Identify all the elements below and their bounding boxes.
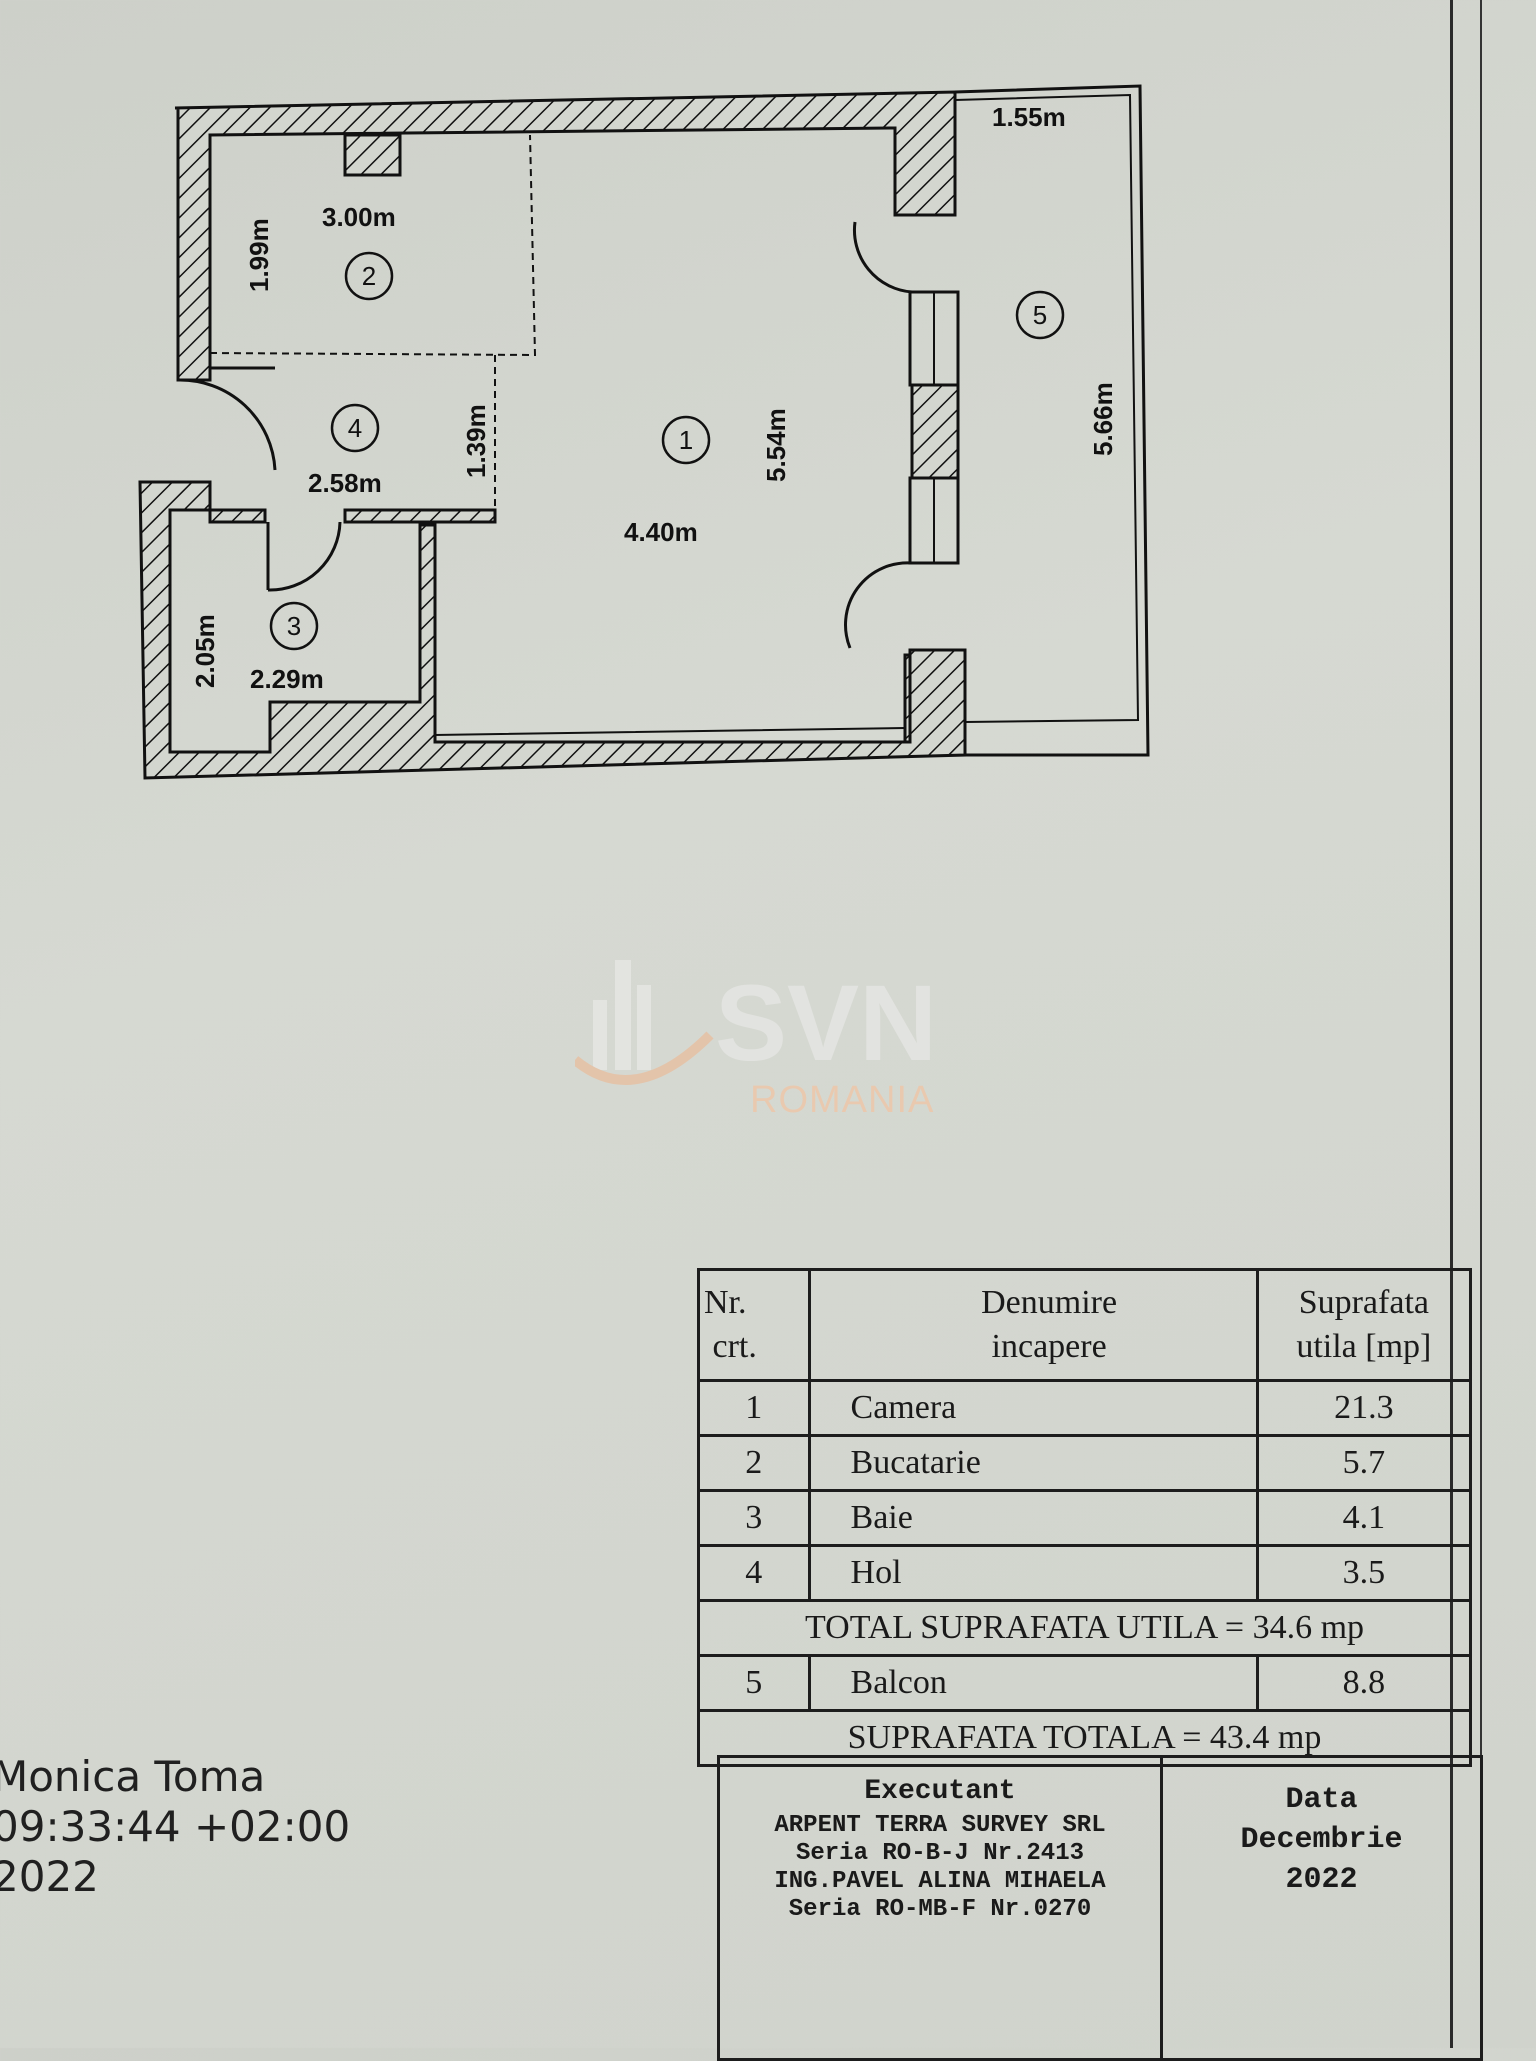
header-name-line2: incapere — [991, 1328, 1107, 1365]
header-area: Suprafata utila [mp] — [1255, 1268, 1473, 1382]
room-number-5: 5 — [1033, 300, 1047, 330]
watermark-brand: SVN — [715, 962, 937, 1083]
room-number-circle-2 — [344, 251, 394, 301]
row-area: 3.5 — [1255, 1544, 1473, 1602]
room-number-2: 2 — [362, 261, 376, 291]
watermark-swoosh — [575, 1031, 714, 1085]
balcony-inner-outline — [954, 93, 1140, 723]
room-number-circle-5 — [1015, 290, 1065, 340]
dim-balcony-width: 1.55m — [992, 102, 1066, 132]
floor-plan: 1 2 3 4 5 1.55m 3.00m 1.99m 5.54m 5.66m … — [138, 84, 1150, 780]
header-area-line2: utila [mp] — [1296, 1328, 1432, 1365]
door-swing-balcony-bottom — [844, 561, 913, 649]
row-area: 5.7 — [1255, 1434, 1473, 1492]
watermark-bar — [637, 985, 651, 1070]
header-area-line1: Suprafata — [1298, 1284, 1429, 1321]
title-block: Executant ARPENT TERRA SURVEY SRL Seria … — [717, 1755, 1483, 2061]
door-swing-hall — [177, 378, 277, 471]
row-name: Bucatarie — [807, 1434, 1259, 1492]
header-nr: Nr. crt. — [697, 1268, 811, 1382]
table-row: 3 Baie 4.1 — [697, 1489, 1473, 1547]
room-1-outline — [434, 525, 906, 737]
room-number-4: 4 — [348, 413, 362, 443]
row-name: Balcon — [807, 1654, 1259, 1712]
hall-partition-wall — [208, 508, 497, 524]
row-area: 21.3 — [1255, 1379, 1473, 1437]
header-nr-line1: Nr. — [704, 1284, 747, 1321]
row-nr: 1 — [697, 1379, 811, 1437]
kitchen-wall-bump — [343, 133, 402, 177]
table-row: 1 Camera 21.3 — [697, 1379, 1473, 1437]
table-row: 2 Bucatarie 5.7 — [697, 1434, 1473, 1492]
room-number-3: 3 — [287, 611, 301, 641]
table-row: 4 Hol 3.5 — [697, 1544, 1473, 1602]
row-nr: 4 — [697, 1544, 811, 1602]
executant-block: Executant ARPENT TERRA SURVEY SRL Seria … — [720, 1758, 1163, 2058]
dim-kitchen-width: 3.00m — [322, 202, 396, 232]
row-name: Hol — [807, 1544, 1259, 1602]
date-year: 2022 — [1285, 1863, 1358, 1897]
dim-bath-depth: 2.05m — [190, 614, 220, 688]
total-useful-area: TOTAL SUPRAFATA UTILA = 34.6 mp — [697, 1599, 1472, 1657]
signature-name: Monica Toma — [0, 1752, 266, 1801]
header-name: Denumire incapere — [807, 1268, 1259, 1382]
signature-time: 09:33:44 +02:00 — [0, 1802, 351, 1851]
outer-wall — [174, 90, 957, 382]
dim-balcony-length: 5.66m — [1088, 382, 1118, 456]
row-nr: 3 — [697, 1489, 811, 1547]
room-number-circle-1 — [661, 415, 711, 465]
signature-year: 2022 — [0, 1852, 99, 1901]
table-row-balcony: 5 Balcon 8.8 — [697, 1654, 1473, 1712]
executant-company-series: Seria RO-B-J Nr.2413 — [795, 1840, 1085, 1867]
row-name: Baie — [807, 1489, 1259, 1547]
date-month: Decembrie — [1240, 1823, 1403, 1857]
room-area-table: Nr. crt. Denumire incapere Suprafata uti… — [697, 1268, 1473, 1767]
table-header-row: Nr. crt. Denumire incapere Suprafata uti… — [697, 1268, 1473, 1382]
executant-company: ARPENT TERRA SURVEY SRL — [774, 1812, 1106, 1839]
kitchen-dashed-boundary — [209, 134, 537, 357]
watermark-logo: SVN ROMANIA — [575, 960, 937, 1120]
balcony-window-wall — [910, 383, 960, 480]
balcony-outline — [954, 84, 1150, 757]
dim-room-width: 4.40m — [624, 517, 698, 547]
room-number-circle-3 — [269, 601, 319, 651]
row-nr: 2 — [697, 1434, 811, 1492]
header-name-line1: Denumire — [981, 1284, 1118, 1321]
row-area: 8.8 — [1255, 1654, 1473, 1712]
page-edge-line — [1450, 0, 1453, 2048]
dim-room-depth: 5.54m — [761, 408, 791, 482]
dim-hall-width: 2.58m — [308, 468, 382, 498]
room-right-wall — [903, 653, 912, 744]
watermark-bar — [593, 1000, 607, 1070]
watermark-sub: ROMANIA — [750, 1079, 934, 1120]
total-useful-row: TOTAL SUPRAFATA UTILA = 34.6 mp — [697, 1599, 1472, 1657]
room-number-circle-4 — [330, 403, 380, 453]
bath-outer-wall — [138, 480, 967, 780]
row-nr: 5 — [697, 1654, 811, 1712]
digital-signature: Monica Toma 09:33:44 +02:00 2022 — [0, 1752, 350, 1902]
row-name: Camera — [807, 1379, 1259, 1437]
watermark-bar — [615, 960, 631, 1070]
dim-hall-depth: 1.39m — [461, 404, 491, 478]
executant-title: Executant — [864, 1776, 1016, 1807]
executant-engineer-series: Seria RO-MB-F Nr.0270 — [788, 1896, 1092, 1923]
header-nr-line2: crt. — [712, 1328, 757, 1365]
date-title: Data — [1285, 1783, 1358, 1817]
executant-engineer: ING.PAVEL ALINA MIHAELA — [774, 1868, 1106, 1895]
door-swing-bath — [267, 521, 342, 592]
date-block: Data Decembrie 2022 — [1163, 1758, 1480, 2058]
door-swing-balcony-top — [852, 221, 913, 294]
dim-kitchen-depth: 1.99m — [244, 218, 274, 292]
room-number-1: 1 — [679, 425, 693, 455]
page-edge-line-outer — [1480, 0, 1482, 2048]
row-area: 4.1 — [1255, 1489, 1473, 1547]
dim-bath-width: 2.29m — [250, 664, 324, 694]
